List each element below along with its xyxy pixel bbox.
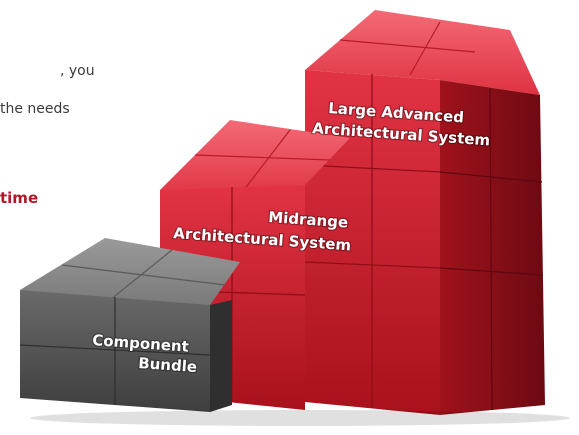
intro-text-highlight: time — [0, 189, 39, 207]
intro-text-line-2: the needs — [0, 101, 70, 117]
intro-text: , you the needs time — [0, 0, 120, 210]
large-system-tower — [304, 10, 545, 415]
component-side-face — [210, 300, 232, 412]
large-side-face — [440, 80, 545, 415]
midrange-top-face — [160, 120, 350, 200]
floor-shadow — [30, 410, 570, 426]
component-bundle-block — [19, 238, 240, 412]
intro-text-line-1: , you — [60, 63, 95, 79]
component-label-line-2: Bundle — [138, 354, 198, 376]
